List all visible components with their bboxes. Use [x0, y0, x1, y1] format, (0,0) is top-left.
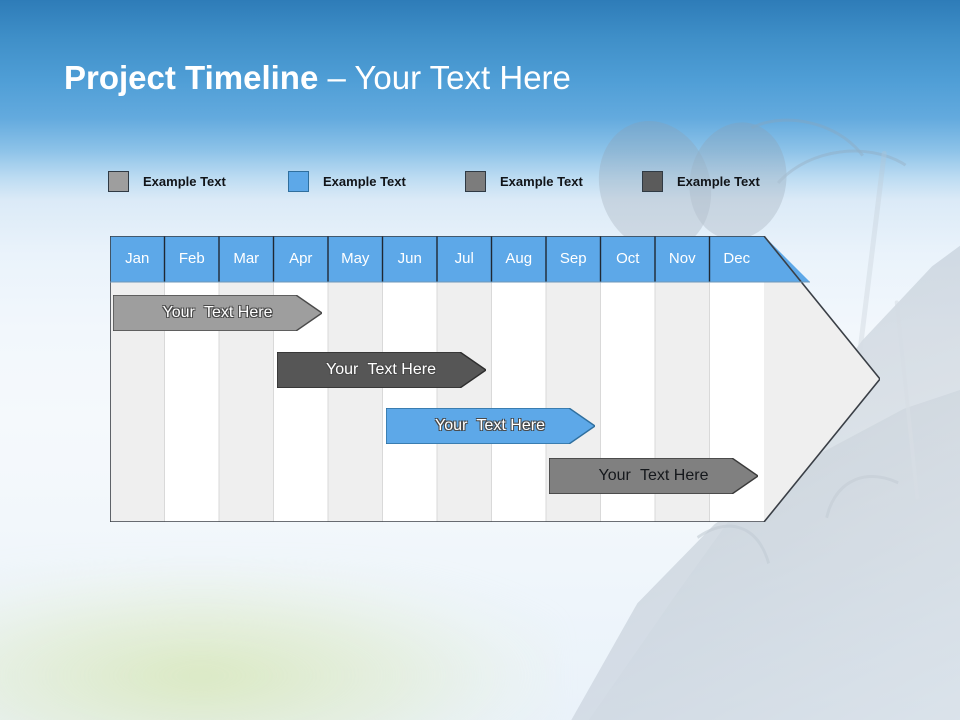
background-green-haze — [0, 560, 560, 720]
legend-swatch-icon — [108, 170, 129, 192]
task-bar-arrow-shape — [385, 408, 595, 444]
task-bar-polygon — [276, 352, 486, 388]
task-bar-polygon — [113, 295, 322, 331]
legend-swatch-icon — [288, 170, 309, 192]
month-header-band — [110, 236, 810, 282]
chart-arrow-outline — [110, 236, 880, 522]
timeline-column-stripe — [437, 282, 492, 522]
page-title: Project Timeline – Your Text Here — [64, 59, 571, 97]
timeline-arrow-svg — [110, 236, 880, 522]
legend-item-label: Example Text — [143, 173, 226, 189]
timeline-task-bar[interactable]: Your Text Here — [549, 458, 758, 494]
timeline-column-stripe — [382, 282, 437, 522]
task-bar-arrow-shape — [276, 352, 486, 388]
timeline-column-stripe — [491, 282, 546, 522]
task-bar-polygon — [549, 458, 758, 494]
legend: Example Text Example Text Example Text Exam… — [108, 168, 828, 198]
legend-item-label: Example Text — [677, 173, 760, 189]
timeline-column-stripe — [328, 282, 383, 522]
timeline-task-bar[interactable]: Your Text Here — [113, 295, 322, 331]
page-title-light: Your Text Here — [354, 59, 571, 96]
legend-item[interactable]: Example Text — [465, 168, 583, 194]
legend-item-label: Example Text — [500, 173, 583, 189]
legend-item[interactable]: Example Text — [642, 168, 760, 194]
legend-item[interactable]: Example Text — [108, 168, 226, 194]
task-bar-arrow-shape — [549, 458, 758, 494]
page-title-strong: Project Timeline — [64, 59, 319, 96]
legend-swatch-icon — [642, 170, 663, 192]
page-title-separator: – — [318, 59, 355, 96]
timeline-task-bar[interactable]: Your Text Here — [276, 352, 486, 388]
legend-swatch-icon — [465, 170, 486, 192]
task-bar-arrow-shape — [113, 295, 322, 331]
legend-item-label: Example Text — [323, 173, 406, 189]
task-bar-polygon — [385, 408, 595, 444]
timeline-task-bar[interactable]: Your Text Here — [385, 408, 595, 444]
legend-item[interactable]: Example Text — [288, 168, 406, 194]
